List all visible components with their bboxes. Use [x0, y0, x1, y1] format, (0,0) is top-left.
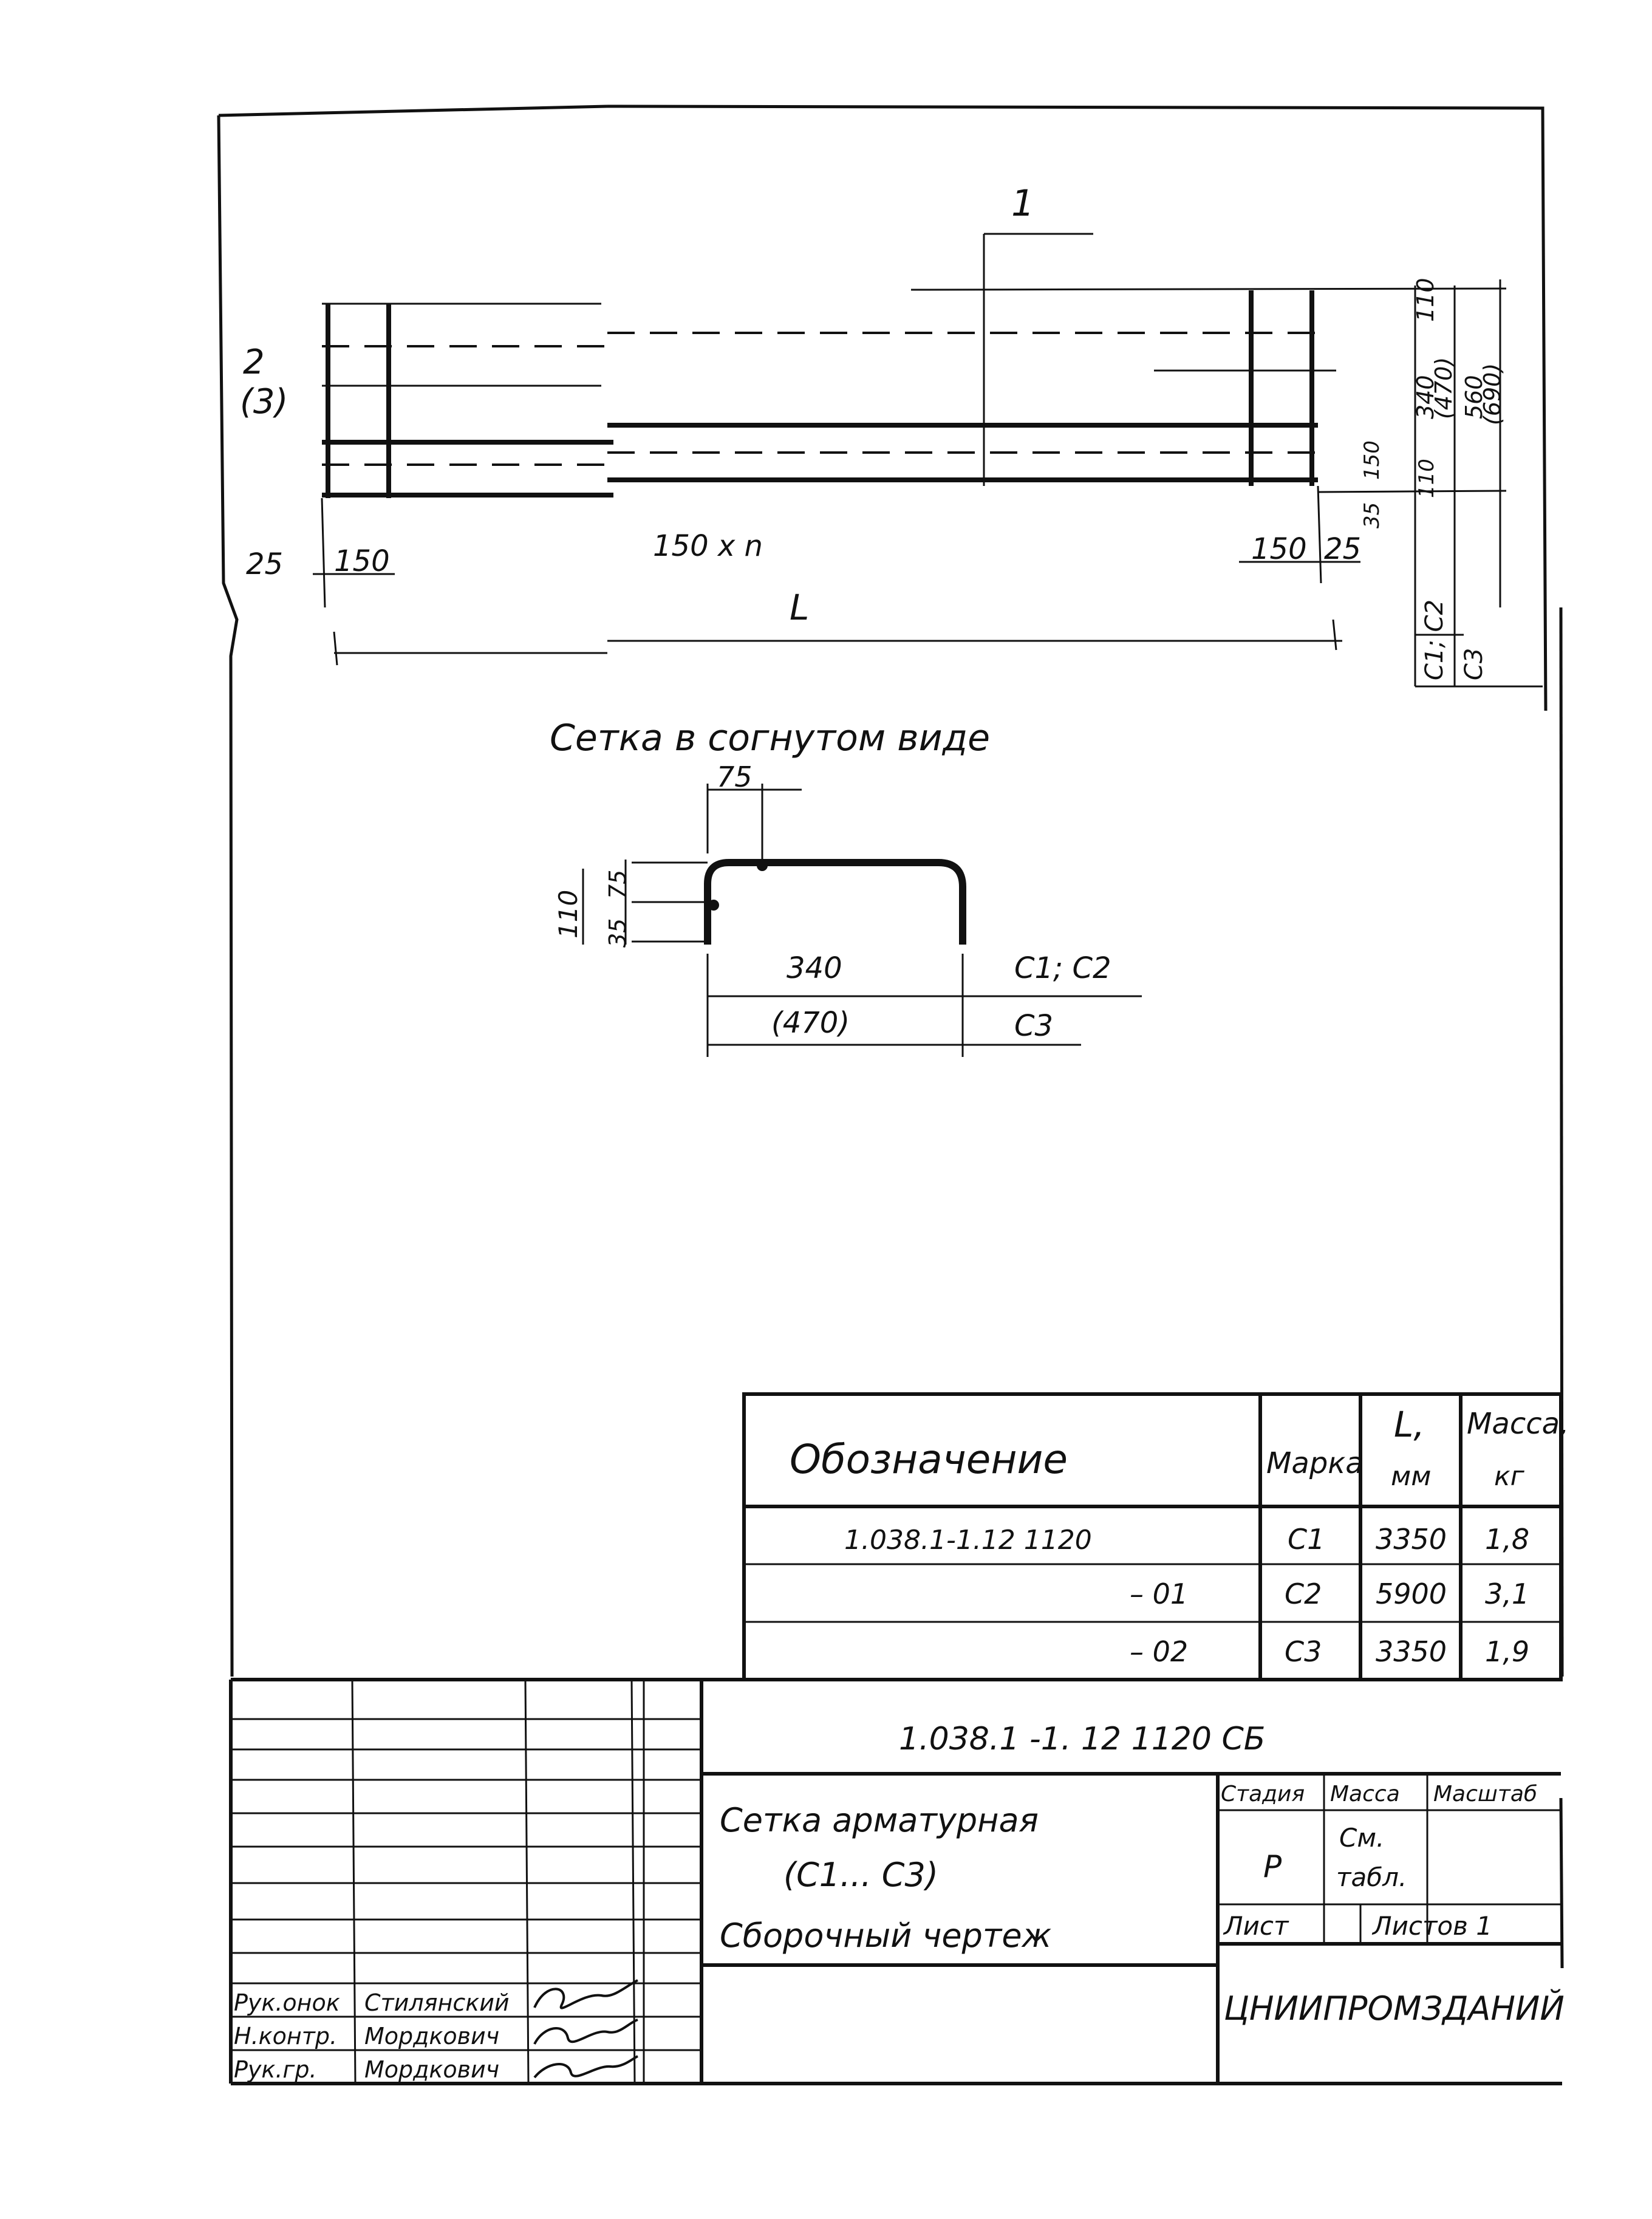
spec-row-1-designation: 1.038.1-1.12 1120 — [844, 1525, 1092, 1556]
section-label-c3: C3 — [1014, 1009, 1053, 1043]
dim-560: 560 — [1461, 375, 1487, 419]
mass-value-line2: табл. — [1336, 1862, 1407, 1892]
spec-row-2-mark: С2 — [1285, 1578, 1322, 1610]
section-dim-110: 110 — [553, 890, 583, 939]
dim-150-right: 150 — [1251, 532, 1307, 566]
organization-name: ЦНИИПРОМЗДАНИЙ — [1224, 1989, 1565, 2028]
spec-row-3-length: 3350 — [1376, 1635, 1447, 1668]
spec-row-3-mark: С3 — [1285, 1635, 1322, 1668]
signature-role: Рук.гр. — [234, 2056, 317, 2083]
spec-header-length-unit: мм — [1391, 1461, 1431, 1492]
spec-header-length: L, — [1394, 1404, 1425, 1445]
signature-row: Рук.онок Стилянский — [234, 1989, 510, 2016]
dim-340: 340 — [1412, 375, 1439, 419]
section-dim-470: (470) — [771, 1006, 850, 1040]
table-row: – 02 С3 3350 1,9 — [1130, 1635, 1529, 1668]
section-dim-35: 35 — [604, 918, 631, 948]
bent-mesh-section: Сетка в согнутом виде 75 110 35 75 340 (… — [550, 717, 1142, 1057]
dim-25-right: 25 — [1324, 532, 1361, 566]
document-code: 1.038.1 -1. 12 1120 СБ — [899, 1721, 1265, 1757]
stage-label: Стадия — [1221, 1782, 1305, 1807]
dim-35: 35 — [1360, 502, 1384, 528]
spec-row-3-designation: – 02 — [1130, 1635, 1188, 1668]
section-dim-75: 75 — [604, 870, 631, 899]
dim-150-vertical: 150 — [1360, 440, 1384, 480]
spec-header-mass: Масса, — [1467, 1407, 1569, 1441]
spec-row-2-mass: 3,1 — [1485, 1578, 1529, 1610]
spec-row-2-designation: – 01 — [1130, 1578, 1188, 1610]
spec-header-mass-unit: кг — [1494, 1461, 1525, 1492]
dim-690: (690) — [1479, 363, 1506, 425]
spec-row-1-mass: 1,8 — [1485, 1523, 1529, 1556]
sheets-count: Листов 1 — [1371, 1911, 1492, 1941]
dim-c1c2: C1; C2 — [1421, 600, 1449, 680]
drawing-name-line2: (С1... С3) — [783, 1856, 938, 1894]
signature-role: Рук.онок — [234, 1989, 340, 2016]
mass-label: Масса — [1330, 1782, 1400, 1807]
callout-2: 2 — [243, 343, 265, 382]
dim-470: (470) — [1430, 357, 1457, 419]
section-label-c1c2: C1; C2 — [1014, 951, 1111, 985]
sheet-label: Лист — [1223, 1911, 1289, 1941]
mesh-plan-view: 1 2 (3) 25 150 150 x n L 150 25 C1; C2 C… — [240, 182, 1543, 688]
signature-scribbles — [533, 1979, 638, 2079]
spec-header-mark: Марка — [1266, 1446, 1364, 1480]
dim-c3: C3 — [1460, 648, 1488, 680]
dim-length-L: L — [790, 587, 809, 628]
drawing-name-line3: Сборочный чертеж — [720, 1916, 1052, 1955]
mass-value-line1: См. — [1339, 1823, 1384, 1853]
drawing-name-line1: Сетка арматурная — [720, 1801, 1039, 1839]
signature-row: Н.контр. Мордкович — [234, 2023, 499, 2050]
signature-row: Рук.гр. Мордкович — [234, 2056, 499, 2083]
spec-table: Обозначение Марка L, мм Масса, кг 1.038.… — [742, 1392, 1569, 1681]
stage-value: Р — [1263, 1849, 1282, 1884]
table-row: – 01 С2 5900 3,1 — [1130, 1578, 1529, 1610]
scale-label: Масштаб — [1433, 1782, 1537, 1807]
signature-name: Стилянский — [364, 1989, 510, 2016]
title-block: 1.038.1 -1. 12 1120 СБ Сетка арматурная … — [229, 1678, 1565, 2085]
dim-110-bottom: 110 — [1415, 459, 1439, 498]
section-dim-340: 340 — [787, 951, 842, 985]
signature-name: Мордкович — [364, 2023, 499, 2050]
spec-row-1-mark: С1 — [1288, 1523, 1325, 1556]
spec-row-3-mass: 1,9 — [1485, 1635, 1529, 1668]
spec-row-2-length: 5900 — [1376, 1578, 1447, 1610]
callout-3: (3) — [240, 382, 288, 422]
signature-role: Н.контр. — [234, 2023, 337, 2050]
dim-150xn: 150 x n — [653, 529, 763, 563]
dim-110-top: 110 — [1412, 278, 1439, 322]
dim-150-left: 150 — [334, 544, 390, 578]
section-dim-75-top: 75 — [717, 761, 753, 793]
spec-header-designation: Обозначение — [790, 1436, 1068, 1483]
dim-25-left: 25 — [246, 547, 283, 581]
signature-name: Мордкович — [364, 2056, 499, 2083]
spec-row-1-length: 3350 — [1376, 1523, 1447, 1556]
section-title: Сетка в согнутом виде — [550, 717, 990, 759]
callout-1: 1 — [1011, 182, 1034, 225]
table-row: 1.038.1-1.12 1120 С1 3350 1,8 — [844, 1523, 1529, 1556]
